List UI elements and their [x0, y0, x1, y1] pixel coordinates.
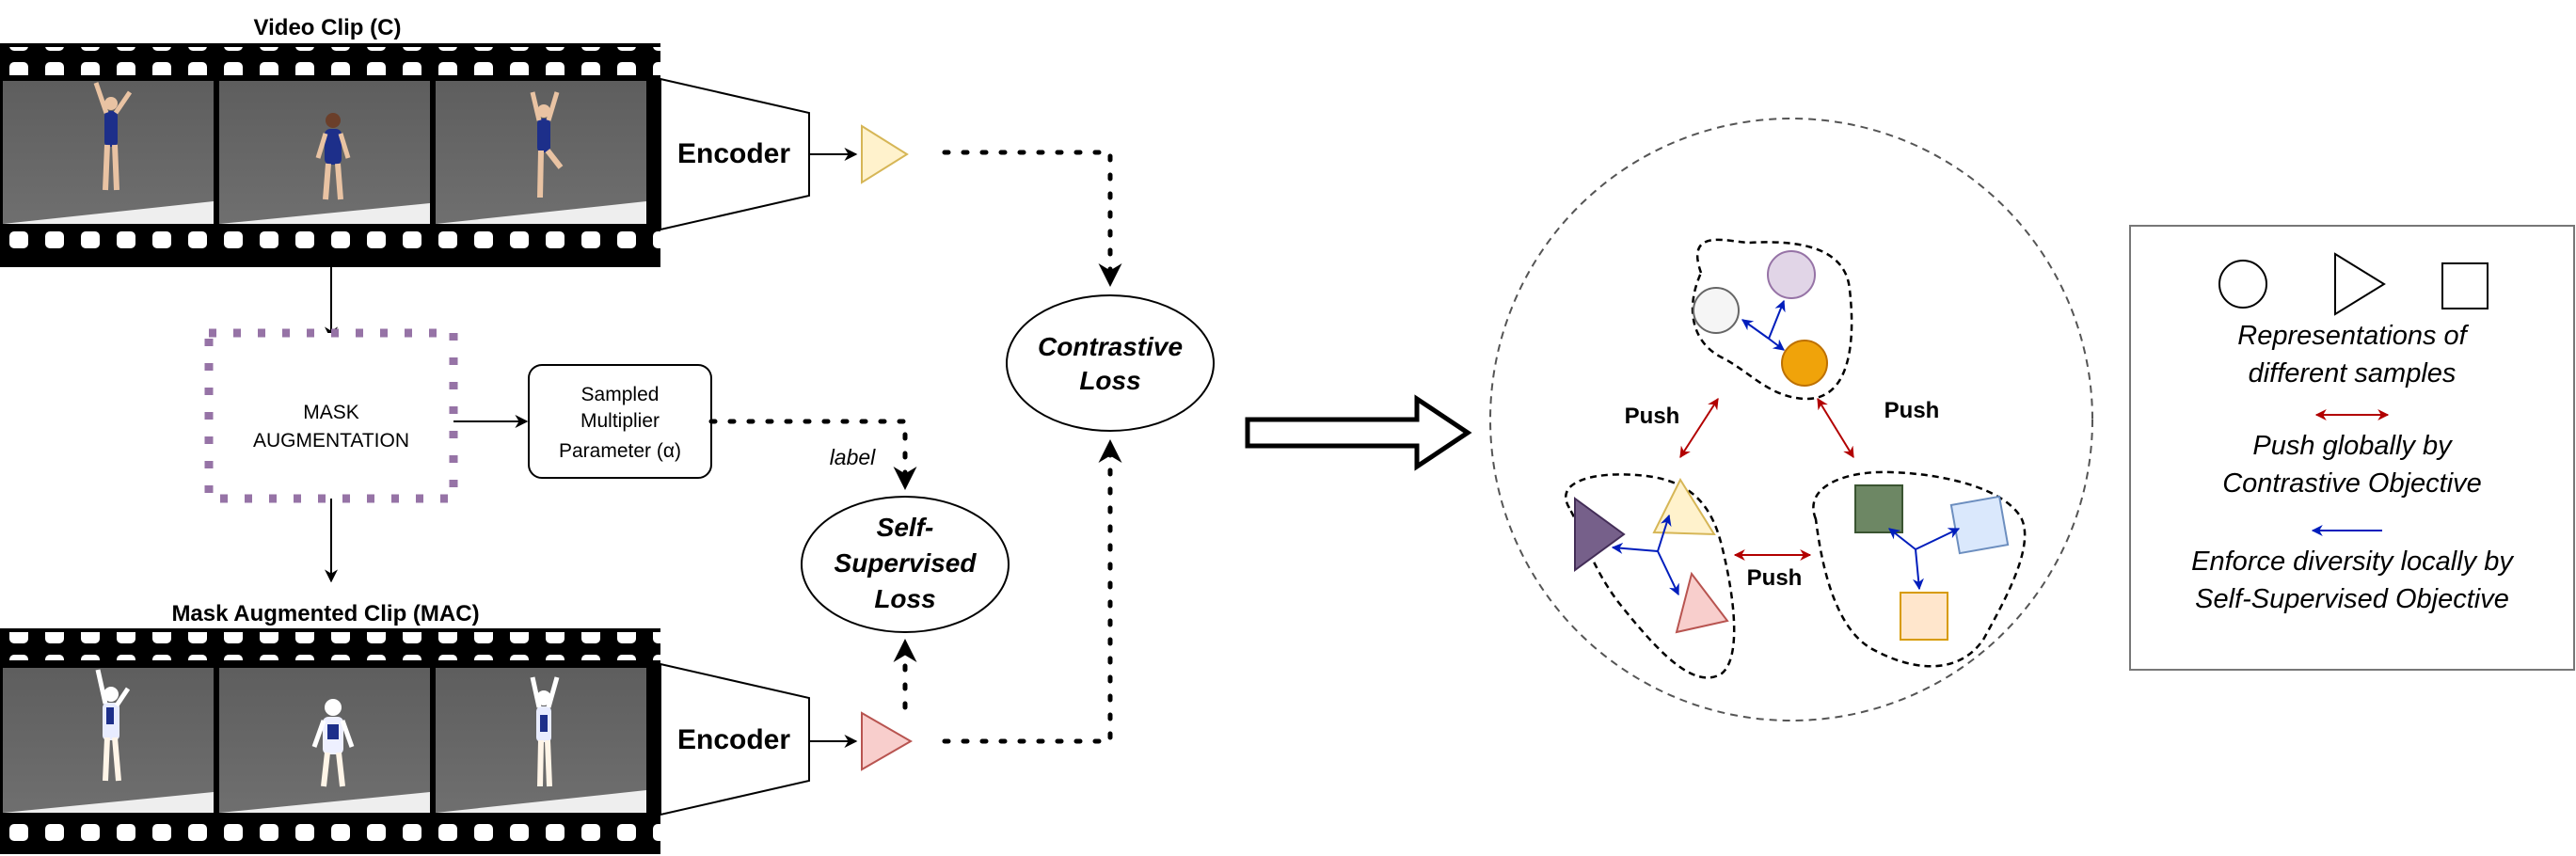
- sampled-parameter-line3: Parameter (α): [559, 440, 681, 462]
- bottom-frame-2: [219, 668, 430, 813]
- encoder-top-label: Encoder: [677, 138, 790, 169]
- gymnast-figure: [93, 82, 133, 191]
- gymnast-figure: [315, 113, 351, 200]
- local-arrow: [1888, 528, 1916, 550]
- top-frame-1: [3, 81, 214, 224]
- bottom-frame-3: [436, 668, 646, 813]
- top-film-holes-upper: [0, 47, 660, 75]
- embedding-space-circle: [1489, 118, 2093, 721]
- legend-line5: Enforce diversity locally by: [2191, 547, 2514, 577]
- contrastive-loss-line2: Loss: [1079, 366, 1140, 395]
- cluster-circles-outline: [1691, 238, 1853, 401]
- local-arrow: [1657, 550, 1679, 596]
- local-arrow: [1611, 542, 1659, 554]
- push-label-bottom: Push: [1747, 565, 1803, 591]
- self-supervised-loss-ellipse: Self- Supervised Loss: [801, 496, 1010, 633]
- pink-triangle-sample: [1675, 571, 1729, 634]
- orange-circle-sample: [1781, 340, 1828, 387]
- legend-line2: different samples: [2249, 358, 2457, 388]
- purple-circle-sample: [1767, 250, 1816, 299]
- sampled-parameter-box: Sampled Multiplier Parameter (α): [528, 364, 712, 479]
- bottom-film-holes-upper: [0, 632, 660, 660]
- bottom-representation-triangle: [861, 711, 914, 771]
- bottom-clip-title: Mask Augmented Clip (MAC): [171, 601, 479, 626]
- self-supervised-loss-line1: Self-: [877, 513, 934, 542]
- sampled-parameter-line1: Sampled: [581, 384, 660, 405]
- push-label-left: Push: [1625, 404, 1680, 429]
- bottom-triangle-to-contrastive-arrow: [942, 439, 1122, 744]
- local-arrow: [1768, 299, 1786, 340]
- mask-augmentation-box: MASK AUGMENTATION: [204, 328, 458, 503]
- top-triangle-to-contrastive-arrow: [942, 150, 1122, 287]
- self-supervised-loss-line3: Loss: [874, 584, 935, 613]
- bottom-video-clip: Mask Augmented Clip (MAC): [0, 601, 660, 854]
- legend-box: Representations of different samples Pus…: [2129, 225, 2575, 671]
- local-arrow: [1741, 319, 1770, 340]
- masked-gymnast-figure: [530, 676, 560, 787]
- encoder-bottom-label: Encoder: [677, 724, 790, 755]
- mask-augmentation-line2: AUGMENTATION: [253, 430, 409, 452]
- big-hollow-arrow: [1245, 394, 1472, 471]
- push-label-right: Push: [1884, 398, 1940, 423]
- legend-triangle-icon: [2334, 252, 2386, 316]
- local-arrow: [1913, 548, 1924, 591]
- push-arrow-left: [1679, 397, 1719, 459]
- top-film-holes-lower: [0, 231, 660, 260]
- dark-purple-triangle-sample: [1574, 497, 1626, 572]
- legend-line3: Push globally by: [2252, 431, 2453, 461]
- legend-line6: Self-Supervised Objective: [2195, 584, 2509, 614]
- bottom-frame-1: [3, 668, 214, 813]
- gymnast-figure: [530, 91, 564, 198]
- grey-circle-sample: [1693, 287, 1740, 334]
- contrastive-loss-ellipse: Contrastive Loss: [1006, 294, 1215, 432]
- self-supervised-loss-line2: Supervised: [835, 548, 978, 578]
- masked-gymnast-figure: [311, 699, 355, 787]
- masked-gymnast-figure: [95, 669, 131, 782]
- encoder-bottom: Encoder: [660, 662, 810, 816]
- green-square-sample: [1854, 484, 1903, 533]
- legend-circle-icon: [2218, 260, 2267, 309]
- bottom-film-holes-lower: [0, 820, 660, 848]
- blue-square-sample: [1949, 495, 2010, 555]
- legend-square-icon: [2441, 262, 2489, 309]
- push-arrow-right: [1817, 397, 1854, 459]
- param-to-ssl-dotted-arrow: [708, 419, 917, 490]
- top-frame-2: [219, 81, 430, 224]
- top-clip-title: Video Clip (C): [254, 15, 402, 40]
- encoder-top: Encoder: [660, 77, 810, 231]
- contrastive-loss-line1: Contrastive: [1038, 332, 1183, 361]
- mask-augmentation-line1: MASK: [303, 402, 359, 423]
- sampled-parameter-line2: Multiplier: [580, 410, 660, 432]
- local-arrow: [1915, 528, 1961, 550]
- local-arrow: [1768, 338, 1785, 351]
- legend-line1: Representations of: [2237, 321, 2469, 351]
- peach-square-sample: [1900, 592, 1948, 641]
- top-video-clip: Video Clip (C): [0, 15, 660, 267]
- legend-line4: Contrastive Objective: [2222, 468, 2482, 499]
- top-frame-3: [436, 81, 646, 224]
- label-annotation: label: [830, 445, 876, 469]
- local-arrow: [1657, 514, 1672, 552]
- top-representation-triangle: [861, 124, 909, 184]
